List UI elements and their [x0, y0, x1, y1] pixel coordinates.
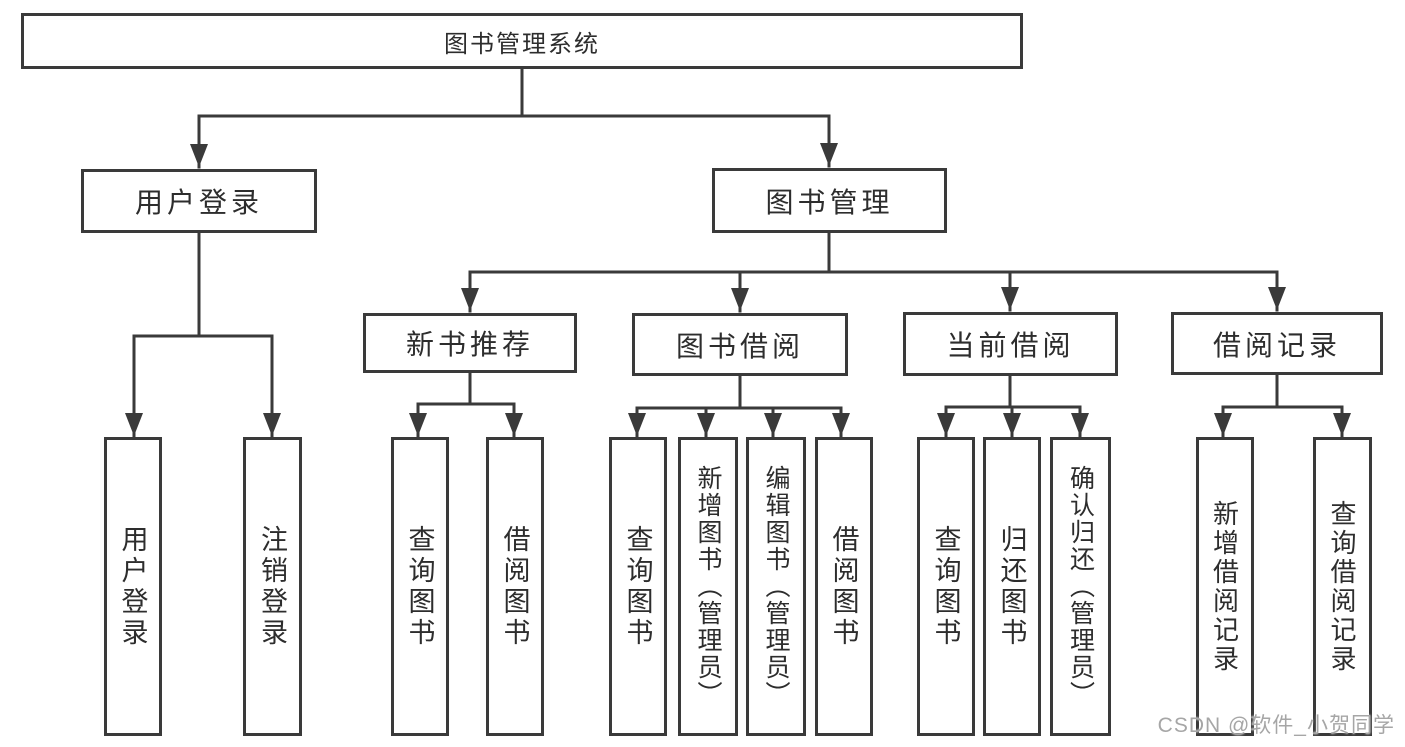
- leaf-return-book: 归还图书: [983, 437, 1041, 736]
- leaf-query-book-recommend: 查询图书: [391, 437, 449, 736]
- leaf-query-book-current: 查询图书: [917, 437, 975, 736]
- connector-root-to-level2: [190, 67, 838, 169]
- node-new-book-recommend: 新书推荐: [363, 313, 577, 373]
- node-user-login: 用户登录: [81, 169, 317, 233]
- connector-book-borrow-children: [628, 374, 850, 438]
- leaf-logout: 注销登录: [243, 437, 302, 736]
- leaf-edit-book-admin: 编辑图书（管理员）: [746, 437, 806, 736]
- node-current-borrow: 当前借阅: [903, 312, 1118, 376]
- leaf-borrow-book-recommend: 借阅图书: [486, 437, 544, 736]
- node-book-borrow: 图书借阅: [632, 313, 848, 376]
- connector-current-borrow-children: [937, 374, 1089, 438]
- connector-borrow-record-children: [1214, 373, 1351, 438]
- node-library-management-system: 图书管理系统: [21, 13, 1023, 69]
- node-borrow-record: 借阅记录: [1171, 312, 1383, 375]
- connector-user-login-children: [125, 231, 281, 438]
- csdn-watermark: CSDN @软件_小贺同学: [1157, 714, 1395, 737]
- leaf-query-borrow-record: 查询借阅记录: [1313, 437, 1372, 736]
- connector-book-management-children: [461, 231, 1286, 313]
- leaf-confirm-return-admin: 确认归还（管理员）: [1050, 437, 1111, 736]
- leaf-add-book-admin: 新增图书（管理员）: [678, 437, 738, 736]
- leaf-query-book-borrow: 查询图书: [609, 437, 667, 736]
- connector-new-book-recommend-children: [409, 371, 523, 438]
- leaf-borrow-book: 借阅图书: [815, 437, 873, 736]
- leaf-user-login: 用户登录: [104, 437, 162, 736]
- leaf-add-borrow-record: 新增借阅记录: [1196, 437, 1254, 736]
- node-book-management: 图书管理: [712, 168, 947, 233]
